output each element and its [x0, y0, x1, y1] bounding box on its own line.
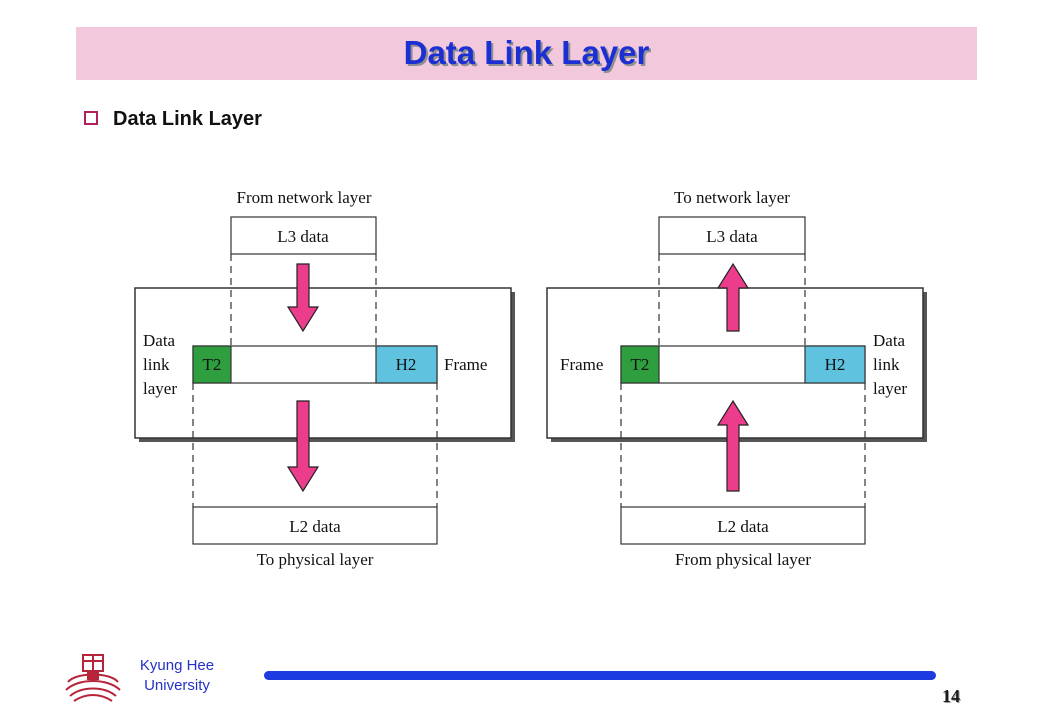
sender-trailer-label: T2: [203, 355, 222, 374]
receiver-header-label: H2: [825, 355, 846, 374]
sender-l2-box: [192, 506, 438, 545]
receiver-bottom-label: From physical layer: [675, 550, 811, 569]
sender-layer-label-2: link: [143, 355, 170, 374]
receiver-diagram: To network layer L3 data Frame T2 H2 Dat…: [546, 188, 927, 569]
receiver-arrow-up-bottom: [716, 399, 750, 492]
sender-dashed-guides: [192, 254, 438, 507]
sender-header: [375, 345, 438, 384]
receiver-layer-label-1: Data: [873, 331, 906, 350]
receiver-dashed-guides: [620, 254, 866, 507]
sender-layer-label-3: layer: [143, 379, 177, 398]
receiver-l2-label: L2 data: [717, 517, 769, 536]
sender-layer-label-1: Data: [143, 331, 176, 350]
receiver-arrow-up-top: [716, 262, 750, 332]
sender-bottom-label: To physical layer: [257, 550, 374, 569]
sender-frame-label: Frame: [444, 355, 487, 374]
title-bar: Data Link Layer: [76, 27, 977, 80]
receiver-top-label: To network layer: [674, 188, 790, 207]
sender-arrow-down-bottom: [286, 400, 320, 493]
university-logo-icon: [65, 654, 121, 702]
receiver-layer-label-3: layer: [873, 379, 907, 398]
slide-title: Data Link Layer: [403, 34, 650, 71]
receiver-layer-label-2: link: [873, 355, 900, 374]
sender-diagram: From network layer L3 data Data link lay…: [134, 188, 515, 569]
sender-top-label: From network layer: [236, 188, 371, 207]
sender-l3-box: [230, 216, 377, 255]
university-name: Kyung Hee University: [116, 656, 238, 696]
receiver-header: [804, 345, 866, 384]
receiver-l3-label: L3 data: [706, 227, 758, 246]
receiver-trailer-label: T2: [631, 355, 650, 374]
bullet-square-icon: [84, 111, 98, 125]
sender-trailer: [192, 345, 232, 384]
sender-header-label: H2: [396, 355, 417, 374]
receiver-l2-box: [620, 506, 866, 545]
receiver-l3-box: [658, 216, 806, 255]
sender-l3-label: L3 data: [277, 227, 329, 246]
footer-line: [264, 671, 936, 680]
receiver-trailer: [620, 345, 660, 384]
university-name-line1: Kyung Hee: [139, 657, 215, 674]
page-number: 14: [942, 686, 960, 706]
receiver-frame-label: Frame: [560, 355, 603, 374]
bullet-text: Data Link Layer: [113, 108, 262, 130]
university-name-line2: University: [144, 677, 210, 694]
sender-arrow-down-top: [286, 263, 320, 333]
sender-l2-label: L2 data: [289, 517, 341, 536]
